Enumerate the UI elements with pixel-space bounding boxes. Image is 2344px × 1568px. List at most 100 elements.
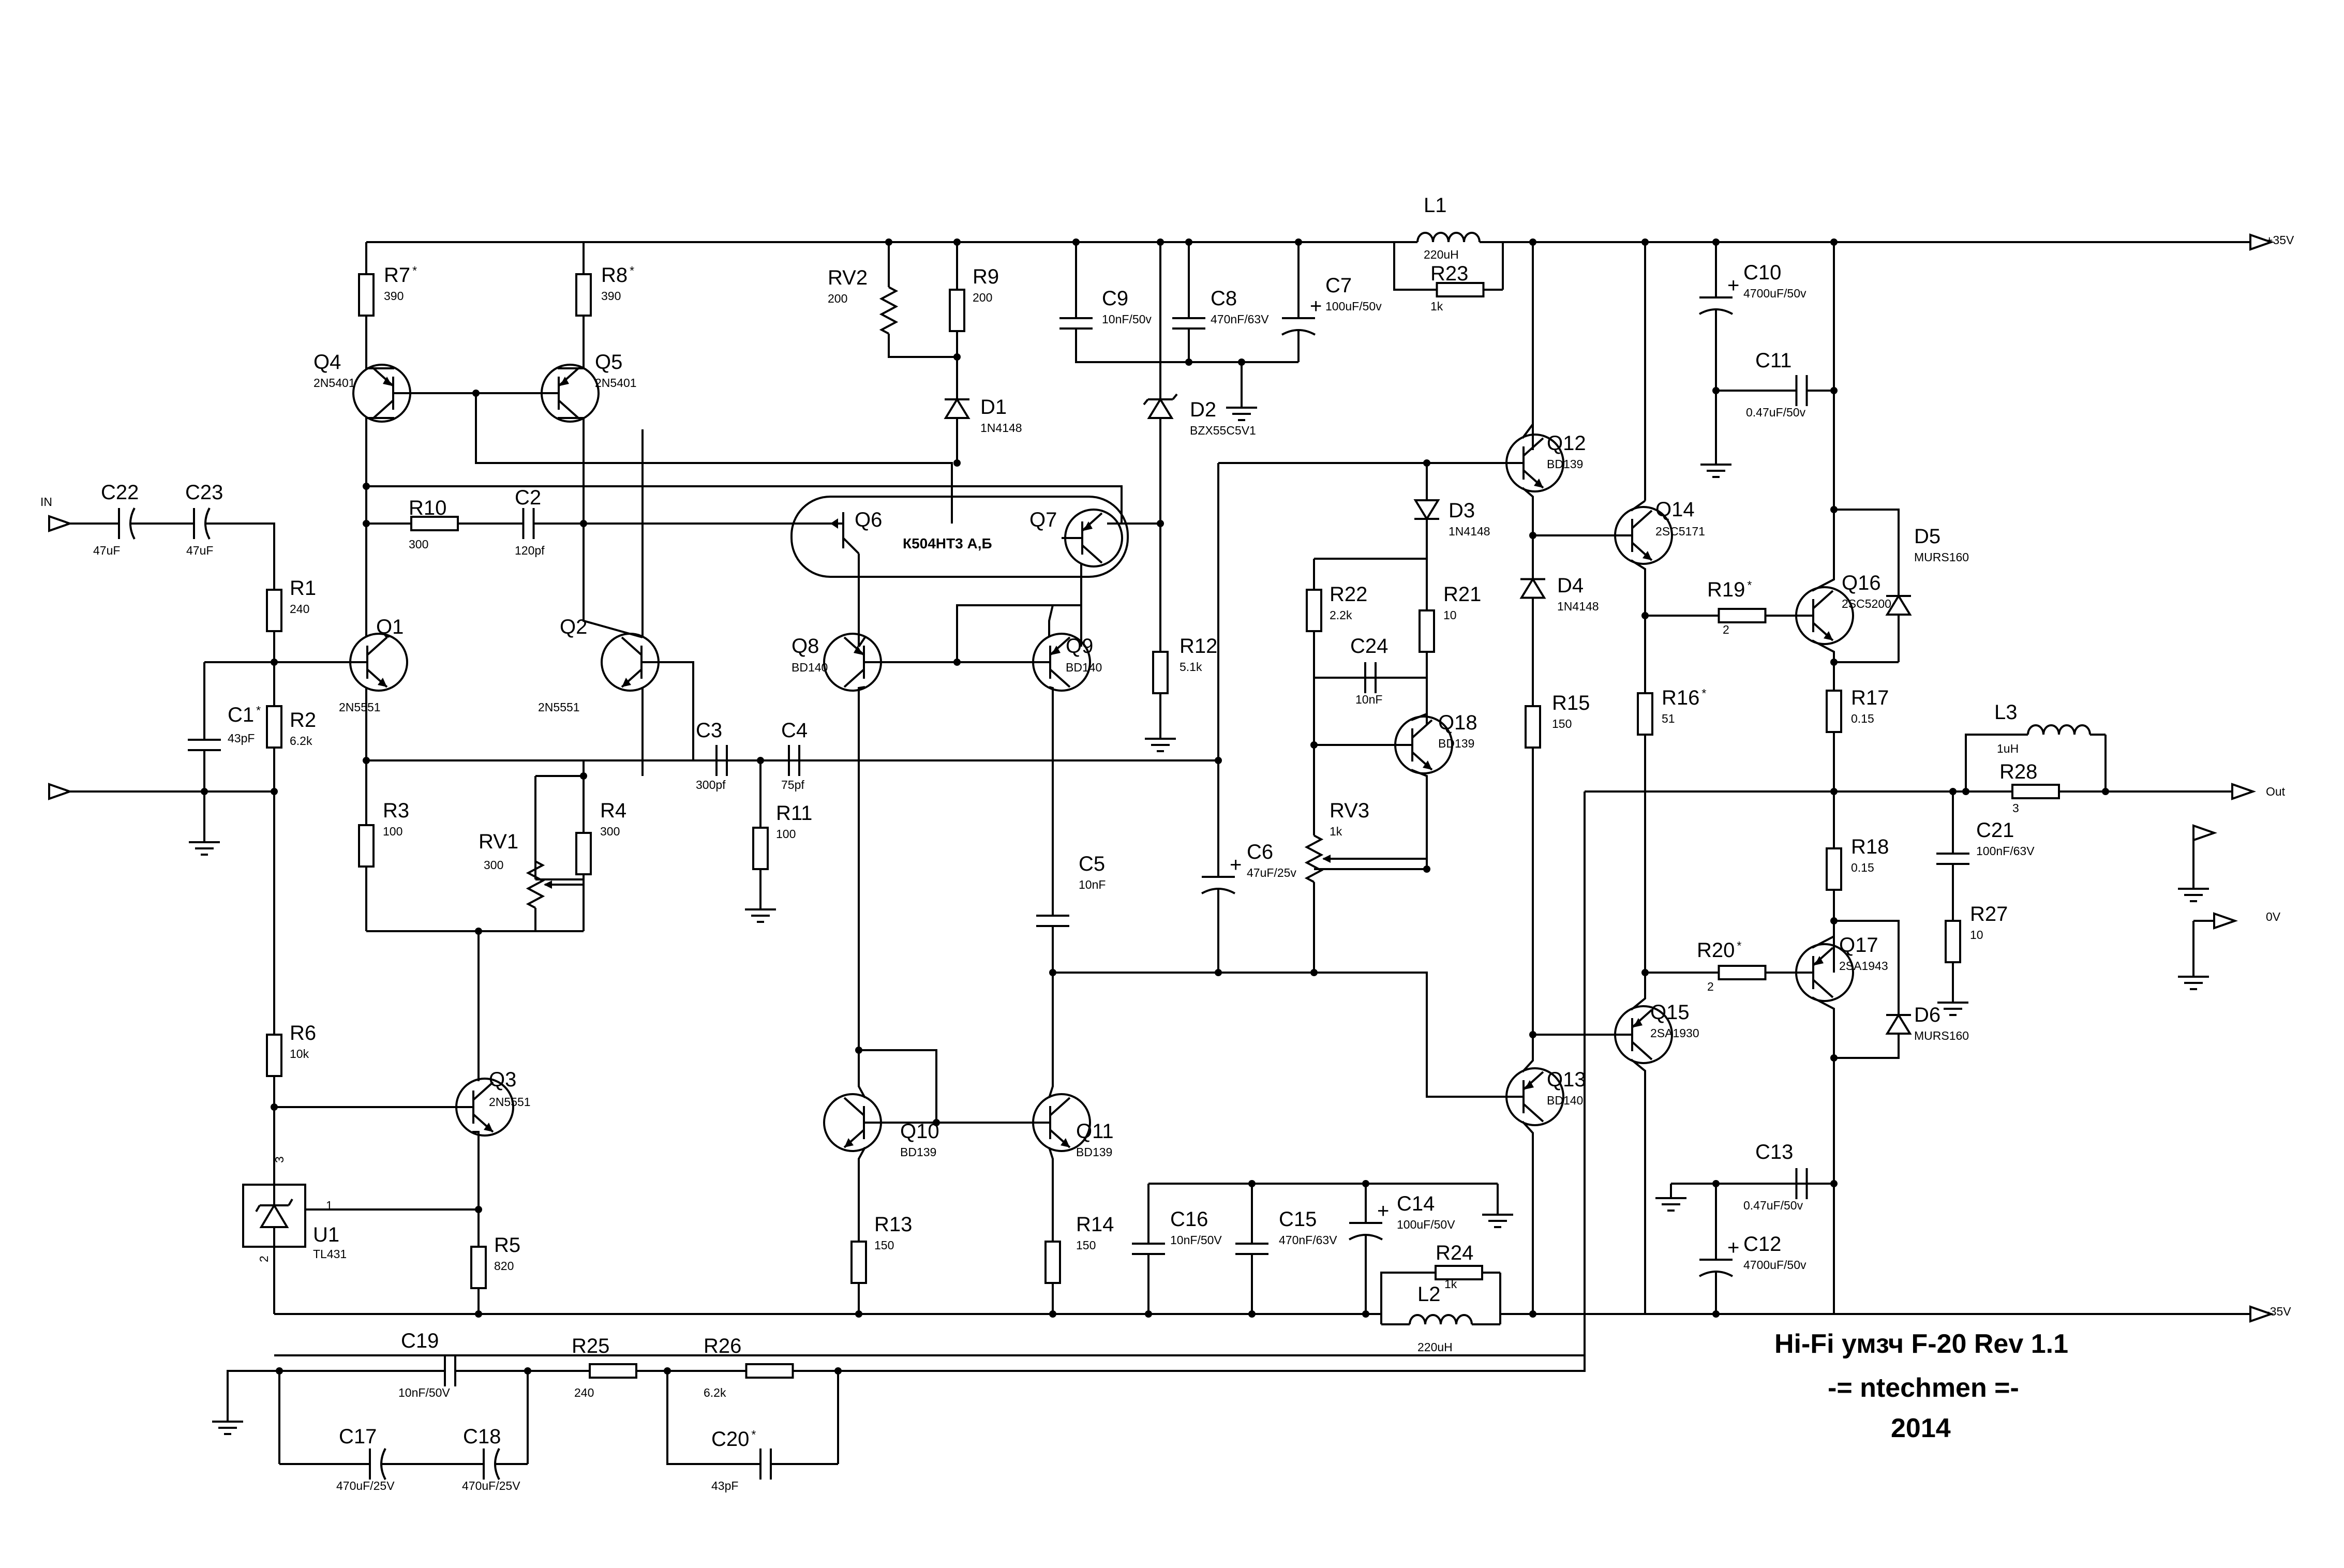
component-q5 bbox=[538, 364, 600, 423]
component-c23 bbox=[155, 507, 243, 540]
q6-symbol bbox=[828, 512, 860, 647]
label-r17: R17 bbox=[1851, 686, 1889, 709]
star-r8: * bbox=[630, 264, 634, 277]
component-r3 bbox=[358, 760, 375, 931]
label-rv2: RV2 bbox=[828, 266, 868, 289]
component-d3 bbox=[1413, 497, 1440, 522]
component-r25 bbox=[559, 1363, 667, 1379]
component-q16 bbox=[1793, 586, 1854, 645]
label-r25: R25 bbox=[572, 1335, 609, 1357]
component-q3 bbox=[453, 1078, 514, 1137]
label-r3: R3 bbox=[383, 799, 409, 822]
component-c2 bbox=[473, 508, 584, 539]
value-r24: 1k bbox=[1444, 1277, 1457, 1291]
value-d3: 1N4148 bbox=[1449, 525, 1490, 538]
component-c8 bbox=[1172, 290, 1205, 357]
component-q15 bbox=[1611, 1005, 1673, 1064]
star-c1: * bbox=[256, 704, 261, 717]
component-d2 bbox=[1143, 372, 1178, 445]
plus-c6: + bbox=[1230, 854, 1242, 876]
component-c11 bbox=[1769, 375, 1834, 406]
ground-symbol bbox=[1937, 988, 1968, 1016]
component-c16 bbox=[1132, 1184, 1165, 1314]
label-r2: R2 bbox=[290, 709, 316, 731]
label-c3: C3 bbox=[696, 719, 722, 742]
label-r28: R28 bbox=[1999, 760, 2037, 783]
ic-label: К504НТ3 А,Б 1 2 3 bbox=[257, 535, 992, 1262]
port-arrow bbox=[48, 783, 73, 800]
component-c10: + bbox=[1699, 274, 1739, 326]
value-c7: 100uF/50v bbox=[1325, 300, 1382, 313]
label-l2: L2 bbox=[1417, 1283, 1441, 1306]
value-q13: BD140 bbox=[1547, 1094, 1583, 1107]
value-rv1: 300 bbox=[484, 858, 503, 872]
label-c21: C21 bbox=[1976, 819, 2014, 842]
component-q12 bbox=[1503, 434, 1564, 492]
value-r7: 390 bbox=[384, 289, 404, 303]
value-c6: 47uF/25v bbox=[1247, 866, 1296, 879]
net-label-input: IN bbox=[40, 495, 52, 509]
value-rv3: 1k bbox=[1330, 825, 1342, 838]
component-r19 bbox=[1692, 608, 1793, 623]
net-label-vminus: -35V bbox=[2266, 1305, 2291, 1318]
label-r7: R7 bbox=[384, 264, 410, 287]
label-c23: C23 bbox=[185, 481, 223, 504]
label-r14: R14 bbox=[1076, 1213, 1114, 1236]
label-q11: Q11 bbox=[1076, 1120, 1114, 1143]
component-q8 bbox=[823, 633, 885, 692]
u1-pin3: 3 bbox=[273, 1156, 286, 1163]
component-c15 bbox=[1235, 1184, 1268, 1314]
component-c17 bbox=[326, 1448, 424, 1480]
net-label-output: Out bbox=[2266, 785, 2286, 798]
value-c3: 300pf bbox=[696, 778, 726, 792]
port-arrow bbox=[2213, 912, 2238, 930]
value-l1: 220uH bbox=[1424, 248, 1459, 261]
label-c5: C5 bbox=[1079, 853, 1105, 875]
component-l2 bbox=[1381, 1314, 1500, 1325]
ground-symbol bbox=[1226, 393, 1257, 421]
component-r16 bbox=[1637, 688, 1653, 740]
value-r16: 51 bbox=[1662, 712, 1675, 725]
value-r19: 2 bbox=[1723, 623, 1729, 636]
component-q14 bbox=[1611, 506, 1673, 565]
component-rv1 bbox=[526, 838, 584, 931]
value-c2: 120pf bbox=[515, 544, 545, 557]
component-l3 bbox=[2012, 724, 2106, 736]
component-r26 bbox=[701, 1363, 838, 1379]
value-q10: BD139 bbox=[900, 1145, 936, 1159]
value-r23: 1k bbox=[1430, 300, 1443, 313]
value-rv2: 200 bbox=[828, 292, 847, 305]
label-c7: C7 bbox=[1325, 274, 1352, 297]
value-r26: 6.2k bbox=[704, 1386, 726, 1399]
label-q2: Q2 bbox=[560, 616, 587, 638]
component-c13 bbox=[1769, 1168, 1834, 1199]
component-d5 bbox=[1885, 548, 1912, 662]
value-c18: 470uF/25V bbox=[462, 1479, 520, 1492]
value-r1: 240 bbox=[290, 602, 309, 616]
label-c14: C14 bbox=[1397, 1192, 1435, 1215]
component-q13 bbox=[1503, 1067, 1564, 1126]
label-r4: R4 bbox=[600, 799, 626, 822]
value-r18: 0.15 bbox=[1851, 861, 1874, 874]
label-c24: C24 bbox=[1350, 635, 1388, 658]
component-r17 bbox=[1826, 688, 1842, 735]
label-c10: C10 bbox=[1743, 261, 1781, 284]
label-r6: R6 bbox=[290, 1022, 316, 1044]
parts: +++++ bbox=[48, 232, 2275, 1480]
label-rv3: RV3 bbox=[1330, 799, 1369, 822]
value-r14: 150 bbox=[1076, 1238, 1096, 1252]
label-q16: Q16 bbox=[1842, 572, 1881, 594]
component-c5 bbox=[1036, 869, 1069, 973]
value-c17: 470uF/25V bbox=[336, 1479, 395, 1492]
component-c3 bbox=[683, 745, 760, 776]
ground-symbol bbox=[745, 895, 776, 923]
value-r11: 100 bbox=[776, 827, 796, 841]
component-q9 bbox=[1029, 633, 1091, 692]
port-arrow bbox=[48, 515, 73, 532]
component-c22 bbox=[93, 507, 155, 540]
label-c4: C4 bbox=[781, 719, 808, 742]
component-c14: + bbox=[1349, 1184, 1389, 1273]
label-c18: C18 bbox=[463, 1425, 501, 1448]
label-r5: R5 bbox=[494, 1234, 520, 1257]
